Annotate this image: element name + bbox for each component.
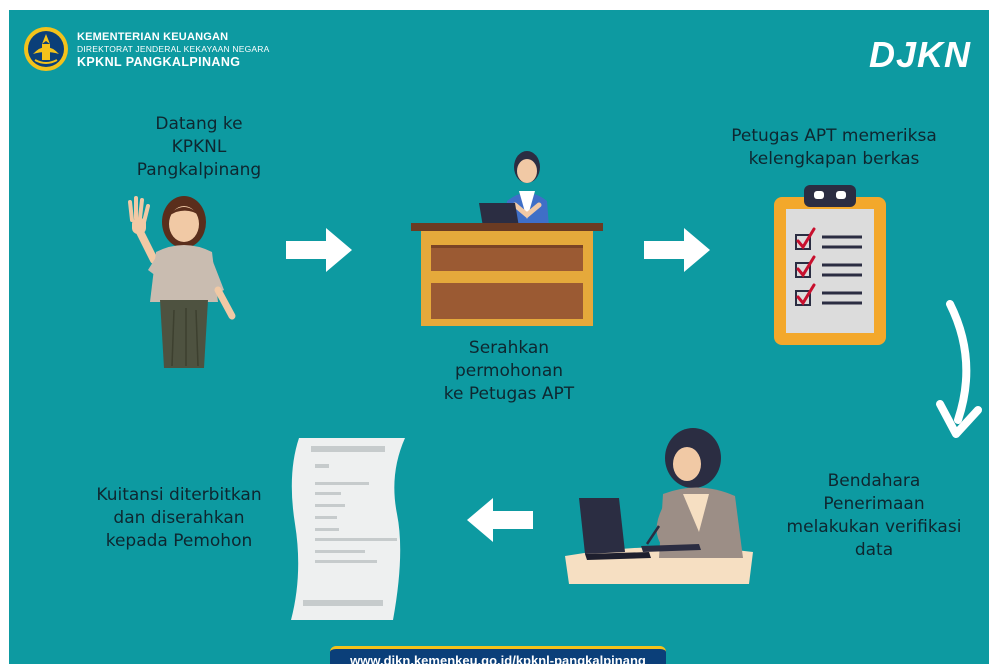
ministry-emblem-icon	[24, 27, 68, 71]
brand-logo: DJKN	[868, 34, 971, 75]
footer-url-link[interactable]: www.djkn.kemenkeu.go.id/kpknl-pangkalpin…	[330, 646, 666, 664]
woman-waving-icon	[128, 196, 236, 368]
arrow-right-icon	[286, 228, 352, 272]
org-line-office: KPKNL PANGKALPINANG	[77, 55, 241, 69]
receipt-icon	[291, 438, 405, 620]
step-1-text: Datang ke KPKNL Pangkalpinang	[136, 114, 262, 180]
curved-arrow-down-icon	[936, 300, 982, 438]
step-4-text: Bendahara Penerimaan melakukan verifikas…	[786, 471, 962, 560]
org-line-ministry: KEMENTERIAN KEUANGAN	[77, 31, 229, 43]
treasurer-verifying-icon	[565, 428, 753, 584]
arrow-right-icon	[644, 228, 710, 272]
infographic-canvas: KEMENTERIAN KEUANGAN DIREKTORAT JENDERAL…	[9, 10, 989, 664]
org-line-directorate: DIREKTORAT JENDERAL KEKAYAAN NEGARA	[77, 44, 270, 54]
officer-at-desk-icon	[411, 151, 603, 326]
arrow-left-icon	[467, 498, 533, 542]
step-3-text: Petugas APT memeriksa kelengkapan berkas	[731, 126, 937, 169]
step-5-text: Kuitansi diterbitkan dan diserahkan kepa…	[96, 485, 262, 551]
step-2-text: Serahkan permohonan ke Petugas APT	[443, 338, 575, 404]
checklist-clipboard-icon	[774, 185, 886, 345]
organization-name: KEMENTERIAN KEUANGAN DIREKTORAT JENDERAL…	[77, 31, 269, 70]
